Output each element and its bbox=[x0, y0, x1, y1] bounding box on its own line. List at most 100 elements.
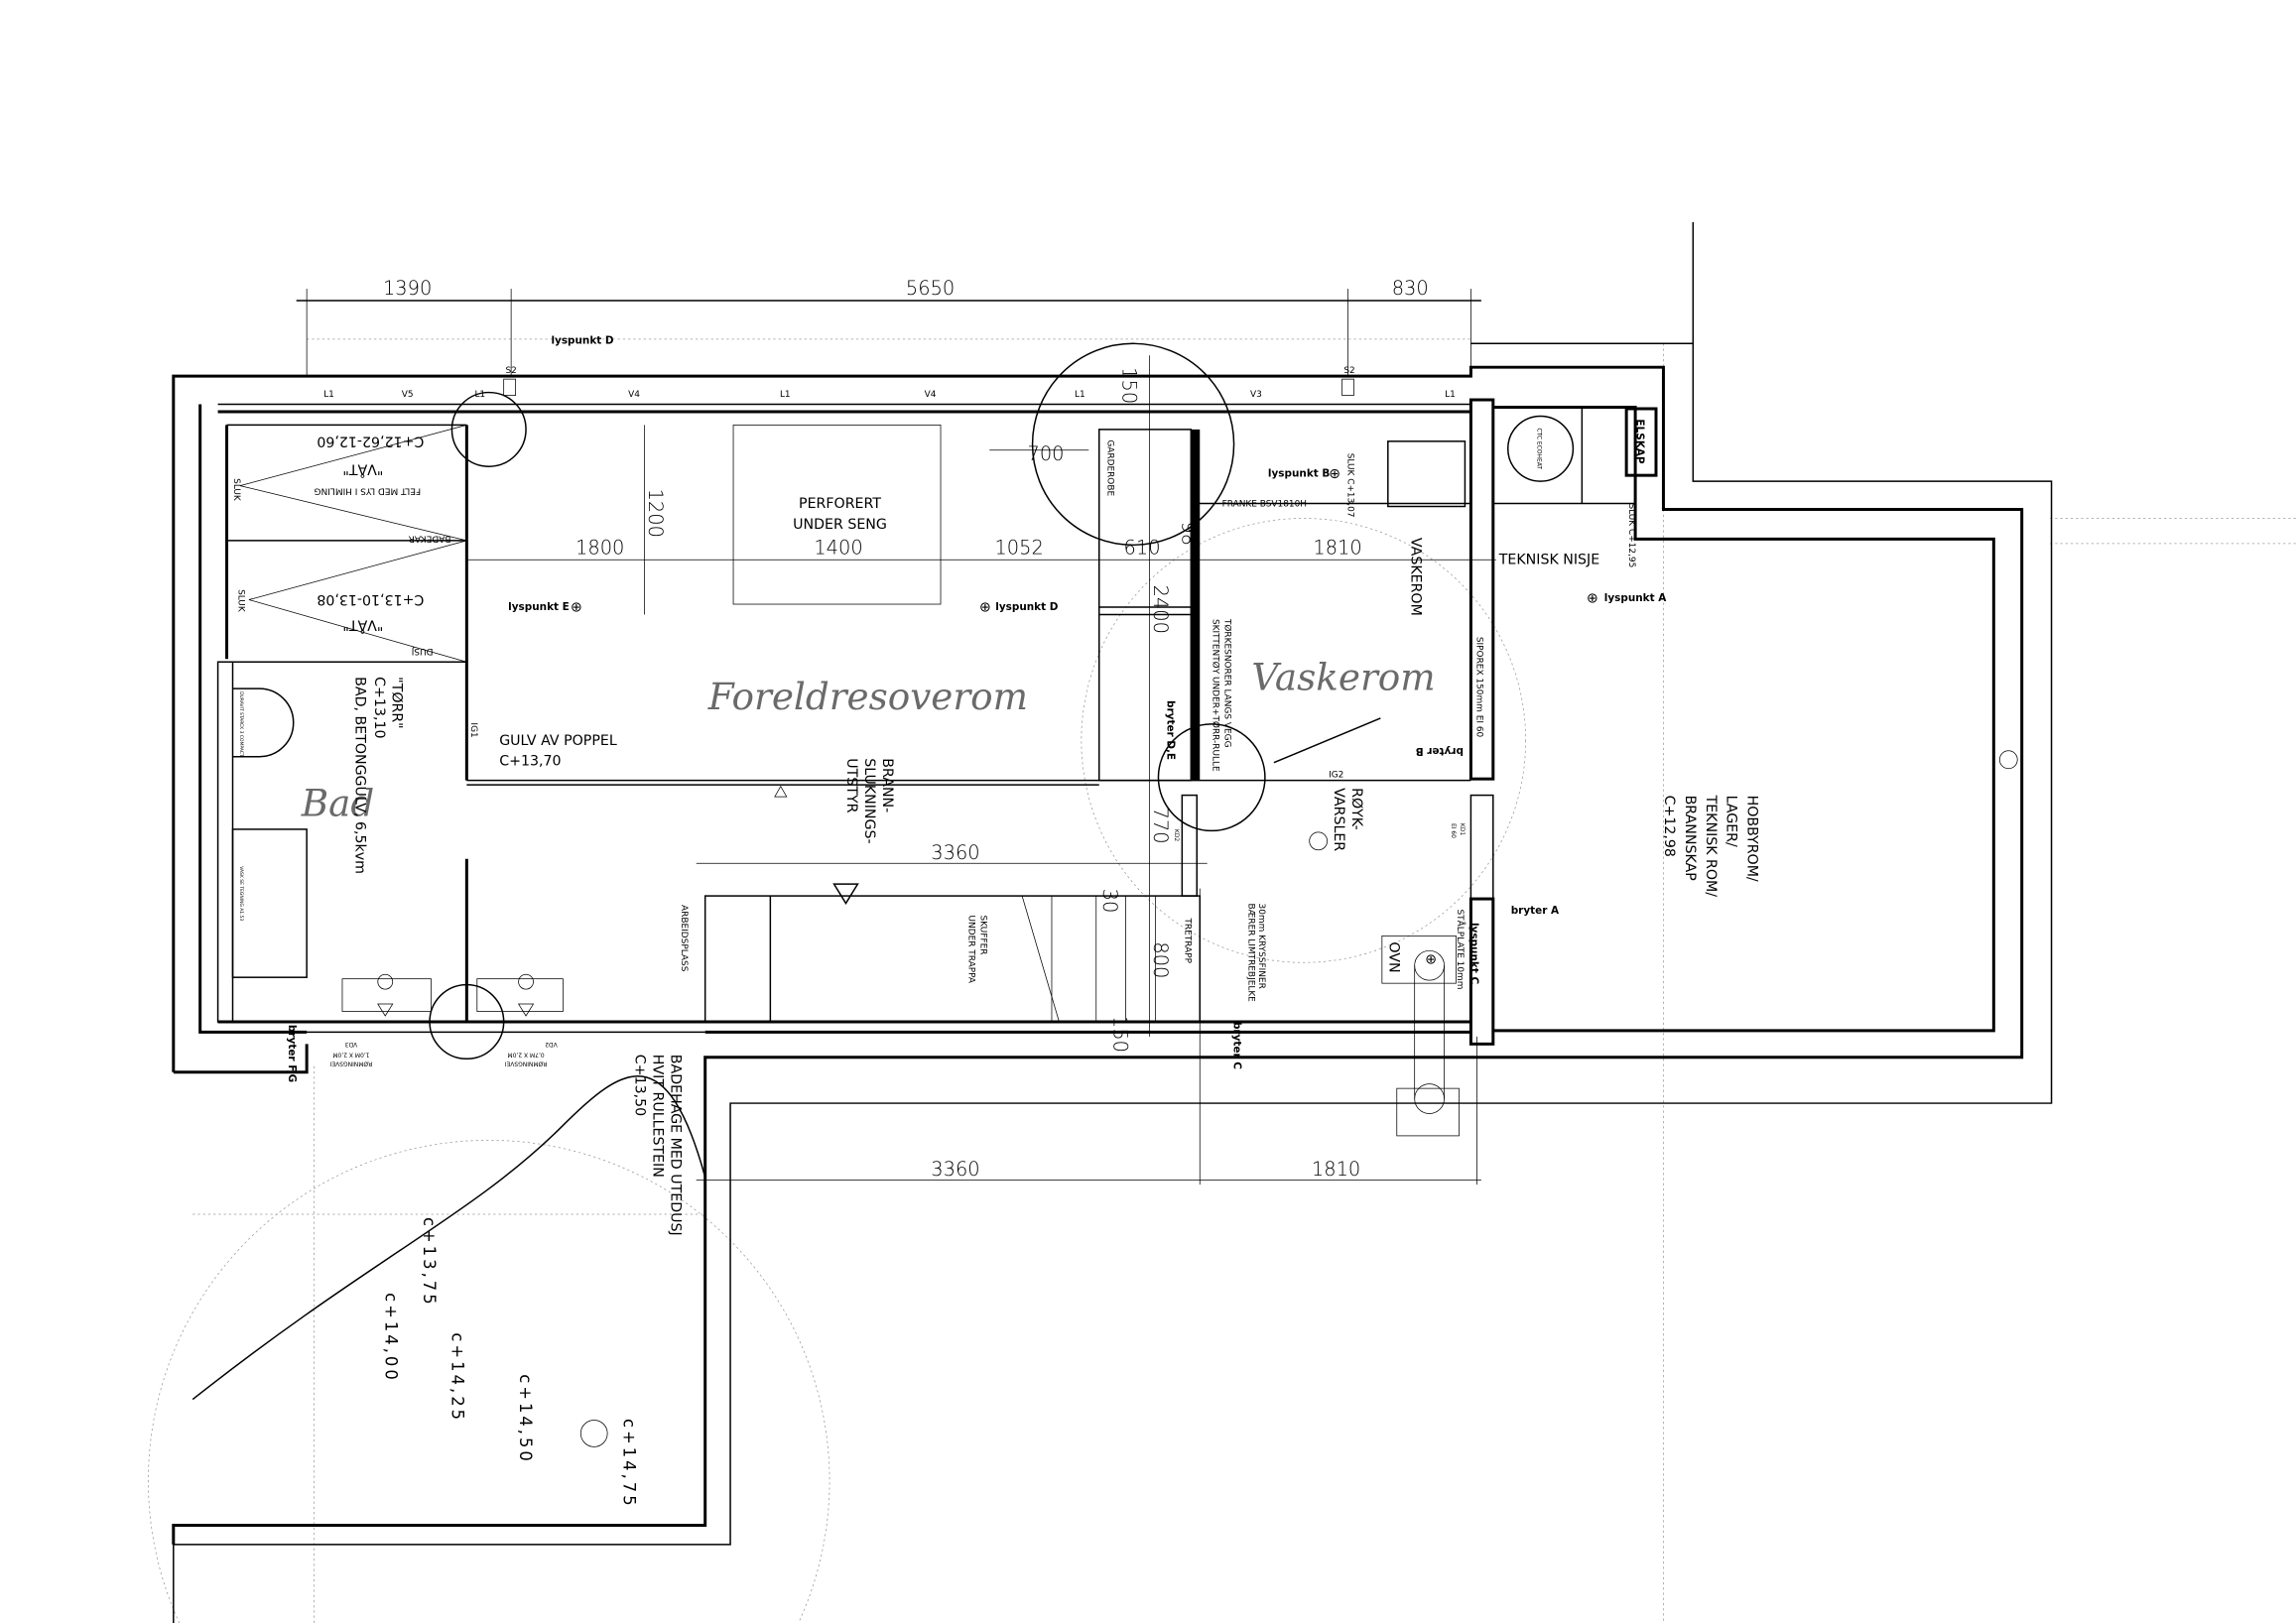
light-point-icon: ⊕ bbox=[1587, 591, 1598, 607]
terrain-level: c+14,00 bbox=[381, 1293, 400, 1383]
hobby-room-label: C+12,98 bbox=[1661, 796, 1677, 857]
wall-spec: SIPOREX 150mm EI 60 bbox=[1473, 637, 1483, 738]
room-name-bath: Bad bbox=[301, 781, 375, 824]
sink-label: VASK SE TEGNING A1.53 bbox=[238, 866, 244, 921]
bath-wet-2: "VÅT" bbox=[342, 616, 383, 633]
wardrobe-label: GARDEROBE bbox=[1105, 439, 1115, 496]
walls bbox=[172, 221, 2053, 1623]
switch-label: bryter F,G bbox=[286, 1025, 298, 1082]
bath-ceiling-note: FELT MED LYS I HIMLING bbox=[315, 486, 422, 496]
light-label: lyspunkt D bbox=[995, 601, 1058, 613]
switch-label: bryter D,E bbox=[1164, 700, 1176, 760]
dim-800: 800 bbox=[1149, 941, 1172, 978]
slope-line bbox=[191, 1075, 706, 1401]
dim-98: 98 bbox=[1177, 521, 1200, 546]
floor-level: C+13,70 bbox=[499, 754, 561, 770]
drawers-label: SKUFFER bbox=[977, 915, 987, 954]
dim-top-3: 830 bbox=[1392, 277, 1429, 300]
light-point-icon: ⊕ bbox=[979, 599, 991, 615]
exit-vd2-label: RØMNINGSVEI bbox=[504, 1060, 547, 1066]
fire-equipment-label: UTSTYR bbox=[843, 758, 859, 812]
toilet-icon bbox=[232, 687, 295, 758]
smoke-detector-icon bbox=[1309, 831, 1328, 851]
socket-icon bbox=[503, 378, 516, 396]
window-label: V4 bbox=[628, 390, 640, 400]
light-point-icon: ⊕ bbox=[1425, 952, 1437, 968]
laundry-sink: FRANKE BSV1810H bbox=[1222, 500, 1307, 510]
hobby-room-label: HOBBYROM/ bbox=[1744, 796, 1760, 882]
exit-vd3-label: RØMNINGSVEI bbox=[329, 1060, 372, 1066]
light-point-icon: ⊕ bbox=[571, 599, 582, 615]
dim-2400: 2400 bbox=[1149, 585, 1172, 634]
dim-700: 700 bbox=[1027, 442, 1064, 465]
room-name-laundry: Vaskerom bbox=[1251, 656, 1435, 699]
smoke-detector-label: RØYK- bbox=[1348, 788, 1364, 830]
light-label: lyspunkt A bbox=[1604, 592, 1667, 604]
door-kd2: KD2 bbox=[1173, 829, 1180, 842]
exit-vd2: VD2 bbox=[545, 1041, 558, 1048]
light-label: lyspunkt E bbox=[508, 601, 570, 613]
perforated-area bbox=[732, 425, 942, 605]
fire-equipment-label: SLUKNINGS- bbox=[861, 758, 877, 843]
bath-shower: DUSJ bbox=[412, 646, 434, 656]
panel-label: ELSKAP bbox=[1634, 419, 1646, 463]
dim-30: 30 bbox=[1098, 889, 1121, 914]
floor-material: GULV AV POPPEL bbox=[499, 733, 617, 749]
window-label: V5 bbox=[402, 390, 414, 400]
light-label: lyspunkt D bbox=[551, 334, 613, 346]
hobby-room-label: TEKNISK ROM/ bbox=[1703, 795, 1719, 898]
beam-note: BÆRER LIMTREBJELKE bbox=[1246, 904, 1256, 1003]
exit-vd2-size: 0,7M X 2,0M bbox=[507, 1051, 544, 1058]
window-label: L1 bbox=[323, 390, 334, 400]
switch-label: bryter B bbox=[1416, 745, 1464, 757]
dim-770: 770 bbox=[1149, 808, 1172, 844]
terrain-level: c+14,50 bbox=[516, 1374, 535, 1464]
window-label: L1 bbox=[1075, 390, 1085, 400]
door-kd1: KD1 bbox=[1459, 823, 1466, 836]
switch-label: bryter A bbox=[1511, 905, 1560, 917]
dim-stair-3360: 3360 bbox=[931, 841, 979, 864]
dim-150-top: 150 bbox=[1118, 367, 1141, 404]
sink-icon bbox=[231, 828, 308, 978]
room-name-bedroom: Foreldresoverom bbox=[707, 675, 1028, 718]
laundry-note: TØRKESNORER LANGS VEGG bbox=[1222, 618, 1233, 748]
bath-drain: SLUK bbox=[231, 478, 241, 502]
toilet-label: DURAVIT STARCK 3 COMPACT bbox=[238, 691, 244, 757]
technical-niche-label: TEKNISK NISJE bbox=[1498, 553, 1599, 568]
hobby-room-label: LAGER/ bbox=[1723, 796, 1739, 847]
dim-1200: 1200 bbox=[644, 489, 667, 538]
perforated-label: UNDER SENG bbox=[793, 517, 887, 533]
workspace-label: ARBEIDSPLASS bbox=[679, 905, 689, 972]
bath-wet-1: "VÅT" bbox=[342, 461, 383, 478]
ig1-label: IG1 bbox=[468, 722, 478, 737]
light-label: lyspunkt C bbox=[1467, 923, 1479, 984]
drawers-label: UNDER TRAPPA bbox=[965, 915, 975, 983]
bath-wet-level-2: C+13,10-13,08 bbox=[317, 591, 424, 607]
terrain-level: c+14,25 bbox=[447, 1332, 466, 1423]
window-label: V4 bbox=[925, 390, 937, 400]
oven-label: OVN bbox=[1385, 941, 1401, 972]
dim-top-1: 1390 bbox=[383, 277, 432, 300]
socket-icon bbox=[1341, 378, 1354, 396]
switch-label: bryter C bbox=[1231, 1022, 1243, 1069]
dim-1810: 1810 bbox=[1313, 536, 1361, 559]
heater-icon bbox=[1506, 415, 1575, 482]
exit-vd3: VD3 bbox=[344, 1041, 357, 1048]
bath-tub: BADEKAR bbox=[409, 533, 451, 543]
garden-surface: HVIT RULLESTEIN bbox=[649, 1055, 665, 1178]
terrain-level: c+13,75 bbox=[420, 1217, 439, 1308]
perforated-label: PERFORERT bbox=[799, 496, 881, 512]
laundry-drain: SLUK C+13,07 bbox=[1345, 453, 1355, 518]
dimension-lines bbox=[296, 289, 1496, 1186]
garden-level: C+13,50 bbox=[632, 1055, 648, 1116]
window-label: L1 bbox=[474, 390, 485, 400]
stair-label: TRETRAPP bbox=[1182, 917, 1192, 963]
guide-lines bbox=[148, 338, 2296, 1623]
dim-1800: 1800 bbox=[575, 536, 624, 559]
bath-floor: BAD, BETONGGULV, 6,5kvm bbox=[351, 677, 367, 874]
dim-bottom-1810: 1810 bbox=[1312, 1158, 1360, 1181]
bath-dry-level: C+13,10 bbox=[371, 677, 387, 738]
bath-dry: "TØRR" bbox=[389, 677, 405, 729]
window-label: L1 bbox=[1445, 390, 1456, 400]
